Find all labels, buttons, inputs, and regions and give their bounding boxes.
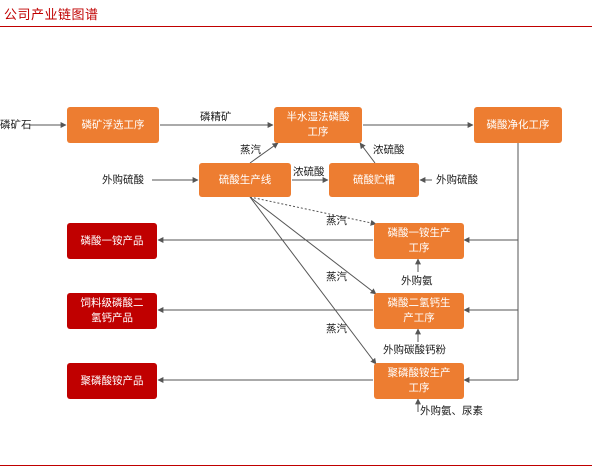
label-steam-map: 蒸汽 <box>326 215 347 227</box>
label-steam-top: 蒸汽 <box>240 144 261 156</box>
label-conc-acid-mid: 浓硫酸 <box>293 166 325 178</box>
label-steam-app: 蒸汽 <box>326 323 347 335</box>
node-app-process: 聚磷酸铵生产 工序 <box>374 363 464 399</box>
label-purchased-calcium: 外购碳酸钙粉 <box>383 344 446 356</box>
page-title: 公司产业链图谱 <box>4 8 99 23</box>
node-dcp-process: 磷酸二氢钙生 产工序 <box>374 293 464 329</box>
node-sulfuric-tank: 硫酸贮槽 <box>329 163 419 197</box>
node-acid-purification: 磷酸净化工序 <box>474 107 562 143</box>
label-purchased-ammonia-urea: 外购氨、尿素 <box>420 405 483 417</box>
node-map-product: 磷酸一铵产品 <box>67 223 157 259</box>
node-dcp-product: 饲料级磷酸二 氢钙产品 <box>67 293 157 329</box>
label-purchased-ammonia: 外购氨 <box>401 275 433 287</box>
top-rule <box>0 26 592 27</box>
arrow-tank-to-wet <box>359 142 376 164</box>
label-conc-acid-top: 浓硫酸 <box>373 144 405 156</box>
node-wet-process-acid: 半水湿法磷酸 工序 <box>274 107 362 143</box>
label-steam-dcp: 蒸汽 <box>326 271 347 283</box>
arrow-steam-to-map <box>249 196 377 226</box>
node-app-product: 聚磷酸铵产品 <box>67 363 157 399</box>
label-purchased-sulfuric-left: 外购硫酸 <box>102 174 144 186</box>
arrow-steam-to-dcp <box>249 196 377 295</box>
label-phosphate-rock: 磷矿石 <box>0 119 32 131</box>
node-map-process: 磷酸一铵生产 工序 <box>374 223 464 259</box>
node-sulfuric-line: 硫酸生产线 <box>199 163 291 197</box>
label-purchased-sulfuric-right: 外购硫酸 <box>436 174 478 186</box>
arrow-steam-to-app <box>249 196 377 365</box>
node-phosphate-flotation: 磷矿浮选工序 <box>67 107 159 143</box>
arrow-steam-to-wet <box>249 142 279 164</box>
bottom-rule <box>0 465 592 466</box>
label-concentrate: 磷精矿 <box>200 111 232 123</box>
